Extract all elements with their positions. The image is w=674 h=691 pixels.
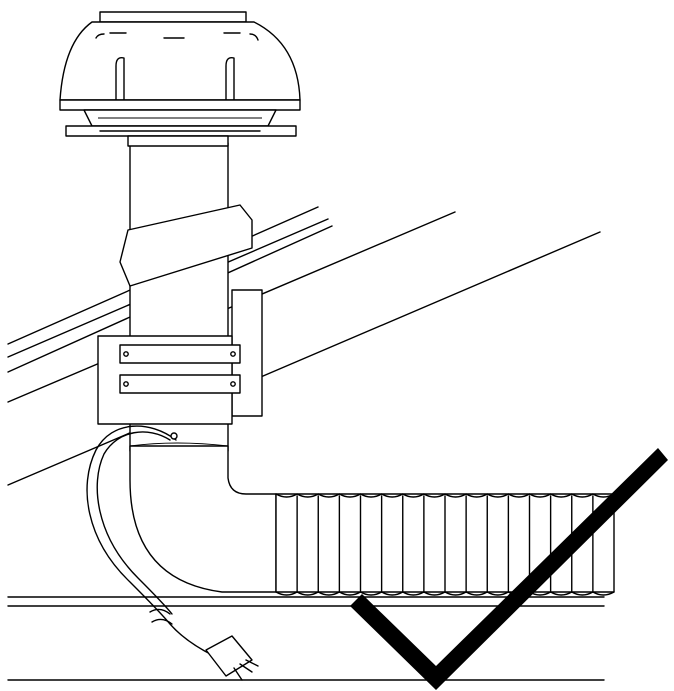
mounting-bracket <box>97 335 241 425</box>
duct-elbow <box>129 442 277 593</box>
power-cord <box>86 425 215 657</box>
power-plug <box>205 635 259 681</box>
roof-lines <box>7 206 601 486</box>
fan-cowl <box>59 11 301 147</box>
flexible-duct <box>275 493 615 596</box>
checkmark-icon <box>350 448 668 690</box>
